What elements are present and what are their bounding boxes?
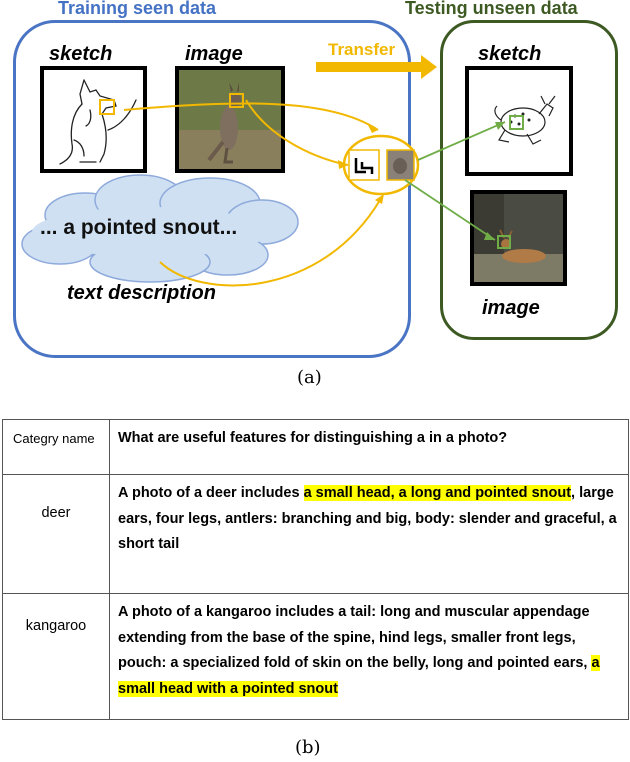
description-text: A photo of a kangaroo includes a tail: l… — [118, 604, 592, 671]
figure-a: Training seen data Testing unseen data s… — [13, 0, 618, 388]
header-category-name: Categry name — [2, 419, 110, 475]
caption-a: (a) — [297, 367, 322, 388]
highlighted-feature: a small head, a long and pointed snout — [303, 485, 572, 501]
deer-sketch-image — [465, 66, 573, 176]
cloud-text: ... a pointed snout... — [40, 216, 238, 239]
text-description-label: text description — [67, 282, 216, 304]
test-sketch-label: sketch — [478, 43, 542, 65]
kangaroo-sketch-image — [40, 66, 147, 173]
description-text: , large ears, four legs, antlers: branch… — [118, 485, 617, 552]
test-image-label: image — [482, 297, 540, 319]
testing-title: Testing unseen data — [405, 0, 578, 18]
training-title: Training seen data — [58, 0, 217, 18]
table-header-row: Categry name What are useful features fo… — [2, 419, 629, 475]
table-row: kangaroo A photo of a kangaroo includes … — [2, 593, 629, 720]
header-question: What are useful features for distinguish… — [109, 419, 629, 475]
feature-description: A photo of a deer includes a small head,… — [109, 474, 629, 594]
sketch-patch — [348, 149, 380, 181]
train-sketch-label: sketch — [49, 43, 113, 65]
category-name: deer — [2, 474, 110, 594]
figure-a-overlay — [21, 55, 506, 287]
description-text: A photo of a deer includes — [118, 485, 304, 501]
transfer-arrow — [316, 55, 437, 79]
caption-b: (b) — [295, 737, 321, 758]
deer-photo — [470, 190, 567, 286]
feature-description: A photo of a kangaroo includes a tail: l… — [109, 593, 629, 720]
kangaroo-photo — [175, 66, 285, 173]
category-name: kangaroo — [2, 593, 110, 720]
table-row: deer A photo of a deer includes a small … — [2, 474, 629, 594]
transfer-label: Transfer — [328, 40, 396, 59]
features-table: Categry name What are useful features fo… — [2, 419, 629, 720]
train-image-label: image — [185, 43, 243, 65]
